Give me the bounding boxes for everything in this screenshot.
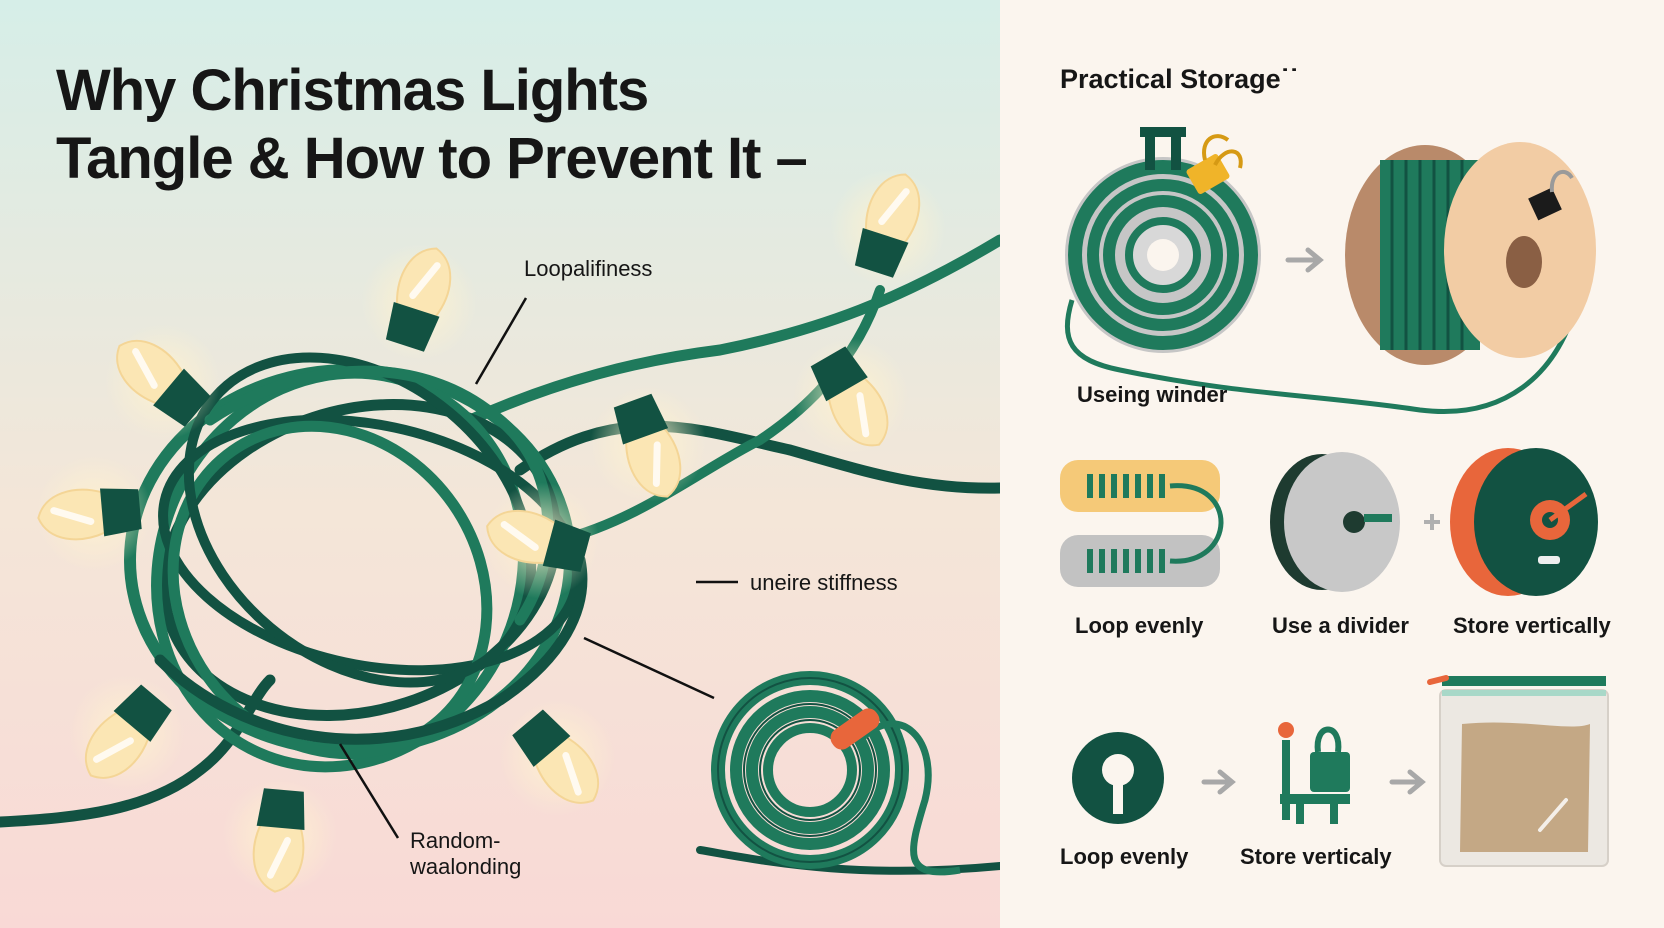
- label-store-vertically: Store vertically: [1453, 613, 1612, 638]
- storage-heading: Practical Storage˙˙: [1060, 64, 1299, 94]
- page-title-line1: Why Christmas Lights: [56, 58, 648, 123]
- label-loop-evenly-1: Loop evenly: [1075, 613, 1204, 638]
- label-store-verticaly: Store verticaly: [1240, 844, 1392, 869]
- callout-random-line1: Random-: [410, 828, 500, 853]
- loop-icon: [1072, 732, 1164, 824]
- coiled-cord-icon: [711, 671, 961, 876]
- callout-lines: [338, 297, 738, 839]
- clip-stand-icon: [1278, 722, 1350, 824]
- label-using-winder: Useing winder: [1077, 382, 1228, 407]
- arrow-right-icon: [1389, 769, 1426, 795]
- page-title-line2: Tangle & How to Prevent It –: [56, 126, 807, 191]
- left-panel: Why Christmas Lights Tangle & How to Pre…: [0, 0, 1006, 928]
- callout-stiffness: uneire stiffness: [750, 570, 898, 595]
- callout-loop: Loopalifiness: [524, 256, 652, 281]
- vertical-reel-icon: [1450, 448, 1598, 596]
- label-use-divider: Use a divider: [1272, 613, 1409, 638]
- binder-clip-icon: [1186, 134, 1243, 195]
- arrow-right-icon: [1201, 769, 1236, 795]
- spool-icon: [1345, 142, 1596, 365]
- card-wrap-icon: [1060, 460, 1224, 587]
- callout-random-line2: waalonding: [409, 854, 521, 879]
- arrow-right-icon: [1285, 247, 1324, 273]
- tangled-lights-icon: [0, 234, 1006, 875]
- divider-reel-icon: [1270, 452, 1400, 592]
- zip-bag-icon: [1427, 675, 1609, 867]
- label-loop-evenly-2: Loop evenly: [1060, 844, 1189, 869]
- winder-icon: [1064, 127, 1583, 414]
- right-panel: Practical Storage˙˙: [1000, 0, 1664, 928]
- arrow-right-icon: [1424, 514, 1440, 530]
